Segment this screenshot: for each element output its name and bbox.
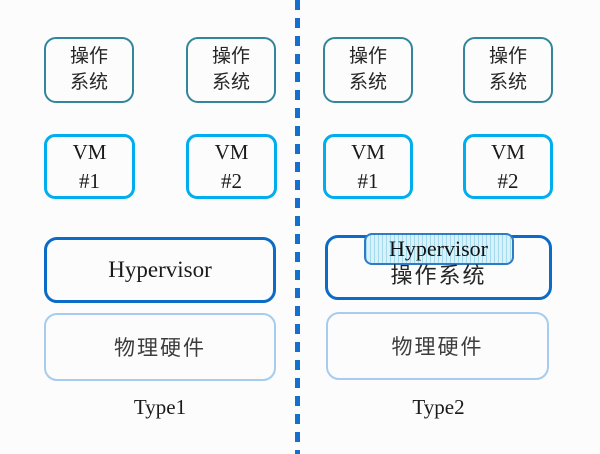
host-os-label: 操作系统	[390, 263, 487, 288]
dashed-divider-line	[295, 0, 300, 454]
type2-host-os-box: Hypervisor 操作系统	[325, 233, 552, 300]
vm-label: VM	[72, 140, 107, 165]
guest-os-label-line2: 系统	[348, 72, 387, 93]
guest-os-label-line2: 系统	[69, 72, 108, 93]
vm-label: VM	[491, 140, 525, 165]
type2-guest-os-box-1: 操作 系统	[323, 37, 413, 103]
hypervisor-label: Hypervisor	[108, 257, 212, 282]
guest-os-label-line1: 操作	[348, 45, 387, 67]
guest-os-label-line1: 操作	[211, 45, 250, 67]
type1-vm-box-2: VM #2	[186, 134, 277, 199]
type2-guest-os-box-2: 操作 系统	[463, 37, 553, 103]
guest-os-label-line1: 操作	[488, 45, 527, 67]
type2-hardware-box: 物理硬件	[326, 312, 549, 380]
type2-hypervisor-box: Hypervisor	[363, 233, 514, 265]
guest-os-label-line2: 系统	[211, 72, 250, 93]
guest-os-label-line1: 操作	[69, 45, 108, 67]
vm-label: VM	[214, 140, 249, 165]
type1-hardware-box: 物理硬件	[44, 313, 276, 381]
type2-vm-box-2: VM #2	[463, 134, 553, 199]
vm-label: VM	[351, 140, 385, 165]
hardware-label: 物理硬件	[391, 335, 484, 359]
type2-vm-box-1: VM #1	[323, 134, 413, 199]
hypervisor-label: Hypervisor	[389, 236, 488, 261]
vm-number: #2	[221, 168, 242, 193]
type1-vm-box-1: VM #1	[44, 134, 135, 199]
vm-number: #1	[357, 168, 379, 193]
vm-number: #1	[79, 168, 100, 193]
hardware-label: 物理硬件	[114, 336, 206, 360]
vm-number: #2	[497, 168, 519, 193]
type2-caption: Type2	[412, 395, 465, 419]
type1-guest-os-box-1: 操作 系统	[44, 37, 134, 103]
type1-hypervisor-box: Hypervisor	[44, 237, 276, 303]
type1-caption: Type1	[133, 395, 187, 419]
type1-guest-os-box-2: 操作 系统	[186, 37, 276, 103]
guest-os-label-line2: 系统	[488, 72, 527, 93]
